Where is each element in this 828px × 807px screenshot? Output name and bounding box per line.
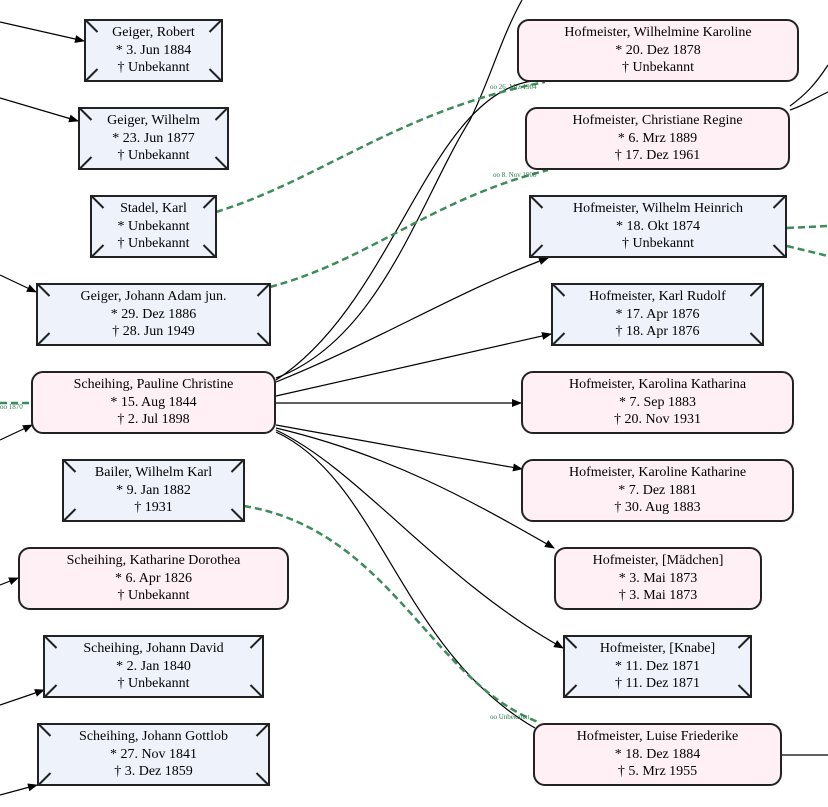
- death-date: † Unbekannt: [117, 236, 190, 252]
- person-name: Hofmeister, [Mädchen]: [592, 553, 724, 569]
- child-edge-wilhelm-heinrich: [275, 257, 549, 383]
- person-card-geiger-johann-adam[interactable]: Geiger, Johann Adam jun. * 29. Dez 1886 …: [36, 283, 271, 346]
- birth-date: * Unbekannt: [117, 218, 190, 234]
- person-name: Hofmeister, Karl Rudolf: [589, 289, 726, 305]
- death-date: † Unbekannt: [117, 148, 190, 164]
- birth-date: * 20. Dez 1878: [615, 42, 701, 58]
- birth-date: * 3. Mai 1873: [618, 570, 698, 586]
- death-date: † Unbekannt: [117, 60, 190, 76]
- person-card-hofmeister-knabe[interactable]: Hofmeister, [Knabe] * 11. Dez 1871 † 11.…: [563, 635, 752, 698]
- parent-edge-geiger-robert: [0, 21, 85, 43]
- edge-christiane-right-1: [789, 64, 828, 107]
- person-card-bailer-wilhelm[interactable]: Bailer, Wilhelm Karl * 9. Jan 1882 † 193…: [62, 459, 245, 522]
- child-edge-luise: [275, 431, 536, 729]
- person-name: Hofmeister, Karoline Katharine: [568, 465, 747, 481]
- death-date: † 30. Aug 1883: [614, 500, 701, 516]
- death-date: † Unbekannt: [117, 588, 190, 604]
- person-card-hofmeister-luise[interactable]: Hofmeister, Luise Friederike * 18. Dez 1…: [533, 723, 782, 786]
- marriage-label-unbekannt: oo Unbekannt: [490, 713, 530, 721]
- birth-date: * 7. Dez 1881: [618, 482, 697, 498]
- person-name: Geiger, Wilhelm: [107, 113, 200, 129]
- parent-edge-geiger-johann: [0, 274, 37, 293]
- person-name: Hofmeister, Wilhelm Heinrich: [572, 201, 744, 217]
- birth-date: * 23. Jun 1877: [112, 130, 195, 146]
- parent-edge-scheihing-johann-gottlob: [0, 783, 38, 796]
- parent-edge-geiger-wilhelm: [0, 97, 79, 123]
- death-date: † 28. Jun 1949: [112, 324, 195, 340]
- marriage-edge-wilhelm-heinrich-right-2: [786, 244, 828, 258]
- person-name: Scheihing, Pauline Christine: [73, 377, 234, 393]
- marriage-edge-johann-christiane: [269, 168, 549, 289]
- person-card-scheihing-johann-gottlob[interactable]: Scheihing, Johann Gottlob * 27. Nov 1841…: [37, 723, 270, 786]
- death-date: † Unbekannt: [622, 60, 694, 76]
- child-edge-wilhelmine: [275, 0, 523, 379]
- person-card-hofmeister-maedchen[interactable]: Hofmeister, [Mädchen] * 3. Mai 1873 † 3.…: [554, 547, 762, 610]
- person-card-hofmeister-karoline[interactable]: Hofmeister, Karoline Katharine * 7. Dez …: [521, 459, 794, 522]
- birth-date: * 3. Jun 1884: [115, 42, 192, 58]
- birth-date: * 18. Dez 1884: [614, 746, 701, 762]
- edge-christiane-right-2: [789, 91, 828, 111]
- person-card-scheihing-johann-david[interactable]: Scheihing, Johann David * 2. Jan 1840 † …: [43, 635, 264, 698]
- death-date: † 1931: [134, 500, 173, 516]
- birth-date: * 6. Mrz 1889: [617, 130, 698, 146]
- death-date: † Unbekannt: [117, 676, 190, 692]
- birth-date: * 11. Dez 1871: [614, 658, 701, 674]
- child-edge-maedchen: [275, 427, 555, 549]
- person-name: Scheihing, Johann David: [83, 641, 224, 657]
- marriage-label-1908: oo 8. Nov 1908: [493, 171, 537, 179]
- person-card-hofmeister-karl-rudolf[interactable]: Hofmeister, Karl Rudolf * 17. Apr 1876 †…: [551, 283, 764, 346]
- birth-date: * 29. Dez 1886: [110, 306, 197, 322]
- person-card-geiger-robert[interactable]: Geiger, Robert * 3. Jun 1884 † Unbekannt: [84, 19, 223, 82]
- parent-edge-scheihing-johann-david: [0, 689, 45, 706]
- person-card-stadel-karl[interactable]: Stadel, Karl * Unbekannt † Unbekannt: [90, 195, 217, 258]
- child-edge-karoline: [275, 424, 523, 472]
- birth-date: * 2. Jan 1840: [116, 658, 191, 674]
- person-name: Hofmeister, Christiane Regine: [572, 113, 743, 129]
- person-card-hofmeister-wilhelm-heinrich[interactable]: Hofmeister, Wilhelm Heinrich * 18. Okt 1…: [529, 195, 787, 258]
- person-name: Scheihing, Johann Gottlob: [79, 729, 228, 745]
- marriage-edge-wilhelm-heinrich-right-1: [786, 224, 828, 230]
- birth-date: * 6. Apr 1826: [115, 570, 192, 586]
- birth-date: * 7. Sep 1883: [619, 394, 696, 410]
- parent-edge-scheihing-katharine: [0, 577, 19, 586]
- person-name: Hofmeister, Luise Friederike: [576, 729, 739, 745]
- person-card-scheihing-pauline[interactable]: Scheihing, Pauline Christine * 15. Aug 1…: [31, 371, 276, 434]
- death-date: † 2. Jul 1898: [117, 412, 190, 428]
- birth-date: * 17. Apr 1876: [615, 306, 700, 322]
- birth-date: * 9. Jan 1882: [116, 482, 191, 498]
- death-date: † 18. Apr 1876: [615, 324, 700, 340]
- death-date: † 11. Dez 1871: [614, 676, 701, 692]
- person-name: Hofmeister, [Knabe]: [599, 641, 716, 657]
- death-date: † Unbekannt: [622, 236, 694, 252]
- person-name: Bailer, Wilhelm Karl: [94, 465, 213, 481]
- birth-date: * 18. Okt 1874: [616, 218, 700, 234]
- death-date: † 3. Dez 1859: [114, 764, 193, 780]
- person-card-hofmeister-christiane[interactable]: Hofmeister, Christiane Regine * 6. Mrz 1…: [525, 107, 790, 170]
- death-date: † 3. Mai 1873: [618, 588, 698, 604]
- birth-date: * 15. Aug 1844: [110, 394, 197, 410]
- person-name: Hofmeister, Wilhelmine Karoline: [564, 25, 752, 41]
- marriage-edge-bailer-luise: [243, 504, 539, 724]
- birth-date: * 27. Nov 1841: [109, 746, 198, 762]
- death-date: † 17. Dez 1961: [614, 148, 701, 164]
- death-date: † 20. Nov 1931: [613, 412, 702, 428]
- marriage-label-1870: oo 1870: [0, 403, 23, 411]
- marriage-edge-stadel-wilhelmine: [215, 80, 546, 214]
- marriage-label-1904: oo 26. Mrz 1904: [490, 83, 537, 91]
- person-card-geiger-wilhelm[interactable]: Geiger, Wilhelm * 23. Jun 1877 † Unbekan…: [78, 107, 229, 170]
- person-name: Stadel, Karl: [120, 201, 187, 217]
- person-card-hofmeister-wilhelmine[interactable]: Hofmeister, Wilhelmine Karoline * 20. De…: [517, 19, 799, 82]
- child-edge-karl-rudolf: [275, 332, 552, 397]
- person-name: Geiger, Robert: [112, 25, 195, 41]
- person-name: Geiger, Johann Adam jun.: [80, 289, 227, 305]
- parent-edge-scheihing-pauline: [0, 424, 33, 441]
- person-name: Scheihing, Katharine Dorothea: [66, 553, 241, 569]
- child-edge-knabe: [275, 429, 564, 649]
- person-card-hofmeister-karolina[interactable]: Hofmeister, Karolina Katharina * 7. Sep …: [521, 371, 794, 434]
- person-card-scheihing-katharine[interactable]: Scheihing, Katharine Dorothea * 6. Apr 1…: [18, 547, 289, 610]
- person-name: Hofmeister, Karolina Katharina: [568, 377, 747, 393]
- death-date: † 5. Mrz 1955: [617, 764, 698, 780]
